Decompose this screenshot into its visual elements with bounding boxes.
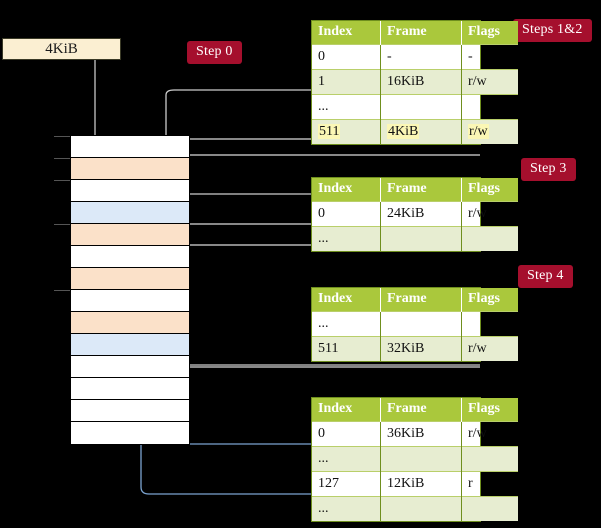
table-cell: 12KiB (380, 471, 462, 497)
table-cell: 24KiB (380, 201, 462, 227)
table-cell (461, 94, 518, 120)
table-cell: 16KiB (380, 69, 462, 95)
table-header-flags: Flags (461, 288, 518, 312)
memory-row-tick (54, 224, 70, 225)
memory-frame-row (71, 180, 189, 202)
memory-frame-row (71, 312, 189, 334)
table-cell (461, 496, 518, 522)
table-cell: ... (312, 94, 381, 120)
table-cell: r/w (461, 119, 518, 145)
memory-frame-row (71, 422, 189, 444)
table-cell: r/w (461, 69, 518, 95)
table-cell (380, 446, 462, 472)
table-header-frame: Frame (380, 288, 462, 312)
table-cell (461, 446, 518, 472)
table-header-flags: Flags (461, 21, 518, 45)
table-row: 0-- (312, 44, 518, 70)
memory-row-tick (54, 136, 70, 137)
table-cell: r/w (461, 421, 518, 447)
table-cell (380, 496, 462, 522)
table-cell: r/w (461, 201, 518, 227)
table-header-frame: Frame (380, 178, 462, 202)
table-header-flags: Flags (461, 178, 518, 202)
table-row: ... (312, 446, 518, 472)
badge-steps-1-2: Steps 1&2 (513, 19, 592, 42)
memory-frame-row (71, 158, 189, 180)
table-cell (461, 226, 518, 252)
memory-row-tick (54, 180, 70, 181)
table-cell: - (380, 44, 462, 70)
table-header-frame: Frame (380, 21, 462, 45)
memory-frame-row (71, 268, 189, 290)
table-row: ... (312, 94, 518, 120)
memory-row-tick (54, 290, 70, 291)
table-row: ... (312, 226, 518, 252)
table-cell: 4KiB (380, 119, 462, 145)
table-header-frame: Frame (380, 398, 462, 422)
table-cell: - (461, 44, 518, 70)
table-cell: 511 (312, 336, 381, 362)
table-cell: r/w (461, 336, 518, 362)
memory-frame-row (71, 202, 189, 224)
table-cell: 511 (312, 119, 381, 145)
table-cell (380, 226, 462, 252)
badge-step-4: Step 4 (518, 265, 573, 288)
memory-frame-row (71, 400, 189, 422)
table-cell: ... (312, 226, 381, 252)
table-header-index: Index (312, 288, 381, 312)
table-cell (380, 311, 462, 337)
table-cell (380, 94, 462, 120)
table-cell: ... (312, 496, 381, 522)
table-header-index: Index (312, 178, 381, 202)
table-header-index: Index (312, 21, 381, 45)
virtual-page-box: 4KiB (2, 38, 121, 60)
memory-frame-row (71, 246, 189, 268)
memory-frame-row (71, 136, 189, 158)
table-cell: 0 (312, 44, 381, 70)
table-cell: 0 (312, 201, 381, 227)
table-header-index: Index (312, 398, 381, 422)
table-cell: 0 (312, 421, 381, 447)
table-cell: 127 (312, 471, 381, 497)
table-cell: ... (312, 446, 381, 472)
memory-frame-row (71, 334, 189, 356)
table-cell: ... (312, 311, 381, 337)
table-cell: 32KiB (380, 336, 462, 362)
badge-step-0: Step 0 (187, 41, 242, 64)
memory-frame-row (71, 378, 189, 400)
table-cell: 1 (312, 69, 381, 95)
memory-frame-row (71, 290, 189, 312)
memory-frame-row (71, 224, 189, 246)
memory-frame-row (71, 356, 189, 378)
memory-row-tick (54, 158, 70, 159)
badge-step-3: Step 3 (521, 158, 576, 181)
table-row: ... (312, 311, 518, 337)
table-cell: r (461, 471, 518, 497)
table-cell: 36KiB (380, 421, 462, 447)
virtual-page-label: 4KiB (45, 40, 78, 57)
table-row: ... (312, 496, 518, 522)
table-cell (461, 311, 518, 337)
table-header-flags: Flags (461, 398, 518, 422)
physical-memory-column (70, 135, 190, 445)
